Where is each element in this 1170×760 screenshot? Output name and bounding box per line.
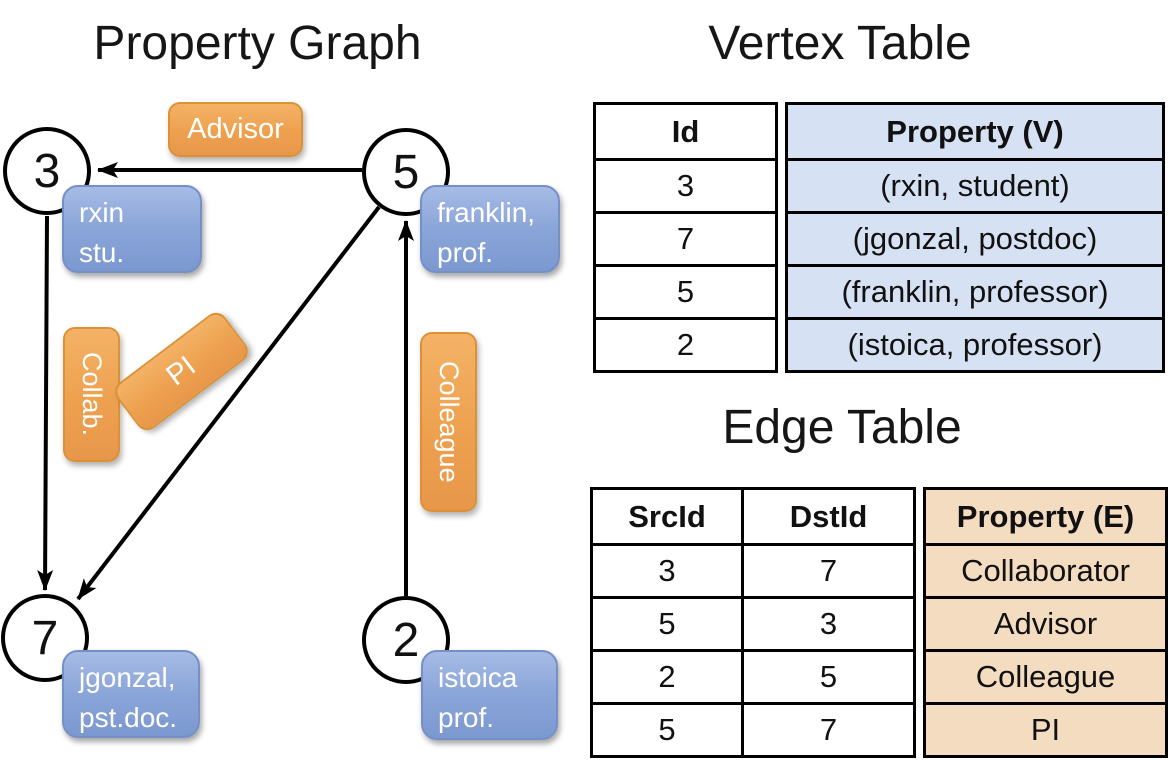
vertex-property-line: rxin <box>79 197 125 228</box>
edge-label-text: Collab. <box>77 352 107 437</box>
vertex-node-2: 2 <box>362 596 450 684</box>
edge-5-to-7-pi <box>76 205 381 601</box>
vertex-node-3-id: 3 <box>33 144 61 198</box>
edge-table-header-property: Property (E) <box>956 498 1135 534</box>
property-graph-title: Property Graph <box>93 17 422 70</box>
edge-property-cell: PI <box>1030 712 1061 747</box>
vertex-property-line: jgonzal, <box>79 662 176 693</box>
vertex-node-5: 5 <box>362 128 450 216</box>
vertex-property-box-istoica: istoica prof. <box>421 650 558 740</box>
edge-table-id-columns: SrcId DstId 3 7 5 3 2 5 5 7 <box>590 487 916 758</box>
vertex-id-cell: 7 <box>676 221 695 256</box>
vertex-table-id-column: Id 3 7 5 2 <box>593 102 778 373</box>
graph-edges-canvas <box>37 162 414 601</box>
vertex-property-line: stu. <box>79 236 125 268</box>
vertex-table-header-property: Property (V) <box>886 113 1064 149</box>
vertex-table-header-id: Id <box>671 113 700 149</box>
edge-property-cell: Colleague <box>975 659 1116 694</box>
vertex-property-line: prof. <box>438 701 495 733</box>
vertex-property-cell: (jgonzal, postdoc) <box>852 221 1098 256</box>
vertex-node-2-id: 2 <box>392 613 420 667</box>
edge-table-header-dstid: DstId <box>741 490 913 543</box>
vertex-id-cell: 3 <box>676 168 695 203</box>
edge-dst-cell: 7 <box>741 546 913 596</box>
vertex-property-line: franklin, <box>437 197 536 228</box>
edge-label-collab: Collab. <box>63 327 120 462</box>
vertex-property-line: pst.doc. <box>79 701 178 733</box>
vertex-property-box-jgonzal: jgonzal, pst.doc. <box>62 650 200 738</box>
edge-label-colleague: Colleague <box>420 332 477 512</box>
edge-property-cell: Advisor <box>993 606 1098 641</box>
edge-src-cell: 3 <box>658 553 676 588</box>
edge-dst-cell: 7 <box>741 705 913 755</box>
edge-table-title: Edge Table <box>722 401 962 454</box>
edge-dst-cell: 5 <box>741 652 913 702</box>
edge-dst-cell: 3 <box>741 599 913 649</box>
vertex-table-title: Vertex Table <box>708 17 972 70</box>
vertex-property-cell: (rxin, student) <box>880 168 1070 203</box>
edge-src-cell: 2 <box>658 659 676 694</box>
vertex-property-cell: (franklin, professor) <box>841 274 1109 309</box>
edge-3-to-7-collab <box>37 215 54 591</box>
vertex-node-5-id: 5 <box>392 145 420 199</box>
edge-label-text: PI <box>160 350 202 393</box>
vertex-property-cell: (istoica, professor) <box>847 327 1103 362</box>
edge-src-cell: 5 <box>658 712 676 747</box>
edge-label-advisor: Advisor <box>168 102 303 157</box>
vertex-id-cell: 2 <box>676 327 695 362</box>
vertex-property-box-rxin: rxin stu. <box>62 185 202 273</box>
edge-table-header-srcid: SrcId <box>628 498 706 534</box>
vertex-table-property-column: Property (V) (rxin, student) (jgonzal, p… <box>785 102 1165 373</box>
edge-src-cell: 5 <box>658 606 676 641</box>
edge-label-text: Advisor <box>187 113 284 145</box>
vertex-property-line: istoica <box>438 662 518 693</box>
vertex-property-box-franklin: franklin, prof. <box>420 185 560 273</box>
edge-label-text: Colleague <box>434 361 464 483</box>
property-graph-panel: Property Graph 3 5 7 2 rxin stu. frankli… <box>1 17 560 740</box>
vertex-property-line: prof. <box>437 236 494 268</box>
edge-property-cell: Collaborator <box>961 553 1130 588</box>
edge-table-property-column: Property (E) Collaborator Advisor Collea… <box>923 487 1168 758</box>
vertex-node-7-id: 7 <box>31 611 59 665</box>
vertex-id-cell: 5 <box>676 274 695 309</box>
